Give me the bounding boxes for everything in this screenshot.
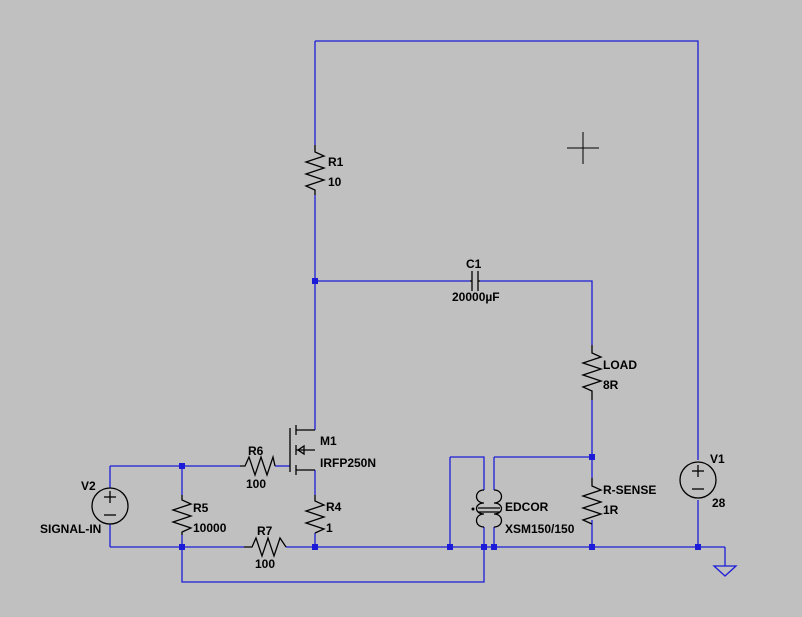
m1-value: IRFP250N <box>320 456 376 470</box>
resistor-r5[interactable]: R5 10000 <box>170 495 227 535</box>
voltage-source-v1[interactable]: V1 28 <box>679 452 726 510</box>
c1-value: 20000µF <box>452 290 500 304</box>
transformer-edcor[interactable]: EDCOR XSM150/150 <box>471 489 575 536</box>
junction-dot <box>481 544 487 550</box>
resistor-r1[interactable]: R1 10 <box>303 145 344 195</box>
r6-name: R6 <box>248 444 264 458</box>
ground-symbol[interactable] <box>712 565 738 577</box>
transformer-value: XSM150/150 <box>505 522 575 536</box>
transformer-name: EDCOR <box>505 500 549 514</box>
junction-dot <box>695 544 701 550</box>
resistor-r6[interactable]: R6 100 <box>240 444 276 491</box>
junction-dot <box>589 544 595 550</box>
load-value: 8R <box>603 378 619 392</box>
c1-name: C1 <box>466 257 482 271</box>
r5-name: R5 <box>193 501 209 515</box>
wires <box>109 40 726 583</box>
r7-name: R7 <box>257 524 273 538</box>
v1-name: V1 <box>710 452 725 466</box>
resistor-load[interactable]: LOAD 8R <box>580 345 637 400</box>
junction-dot <box>312 278 318 284</box>
junction-dot <box>179 544 185 550</box>
r4-name: R4 <box>326 500 342 514</box>
junction-dot <box>491 544 497 550</box>
junction-dot <box>447 544 453 550</box>
r4-value: 1 <box>326 521 333 535</box>
load-name: LOAD <box>603 358 637 372</box>
r1-name: R1 <box>328 155 344 169</box>
resistor-r7[interactable]: R7 100 <box>244 524 287 571</box>
capacitor-c1[interactable]: C1 20000µF <box>452 257 500 304</box>
r5-value: 10000 <box>193 521 227 535</box>
junction-dots <box>179 278 701 550</box>
v2-name: V2 <box>81 479 96 493</box>
mosfet-m1[interactable]: M1 IRFP250N <box>289 425 376 475</box>
junction-dot <box>179 463 185 469</box>
resistor-r4[interactable]: R4 1 <box>303 495 342 535</box>
r6-value: 100 <box>246 477 266 491</box>
crosshair-cursor-icon <box>567 132 599 164</box>
junction-dot <box>312 544 318 550</box>
m1-name: M1 <box>320 434 337 448</box>
rsense-name: R-SENSE <box>603 483 656 497</box>
v2-value: SIGNAL-IN <box>40 522 101 536</box>
r1-value: 10 <box>328 175 342 189</box>
resistor-r-sense[interactable]: R-SENSE 1R <box>580 478 656 525</box>
polarity-dot <box>471 507 475 511</box>
junction-dot <box>589 454 595 460</box>
rsense-value: 1R <box>603 503 619 517</box>
r7-value: 100 <box>255 557 275 571</box>
voltage-source-v2[interactable]: V2 SIGNAL-IN <box>40 479 129 536</box>
v1-value: 28 <box>712 496 726 510</box>
